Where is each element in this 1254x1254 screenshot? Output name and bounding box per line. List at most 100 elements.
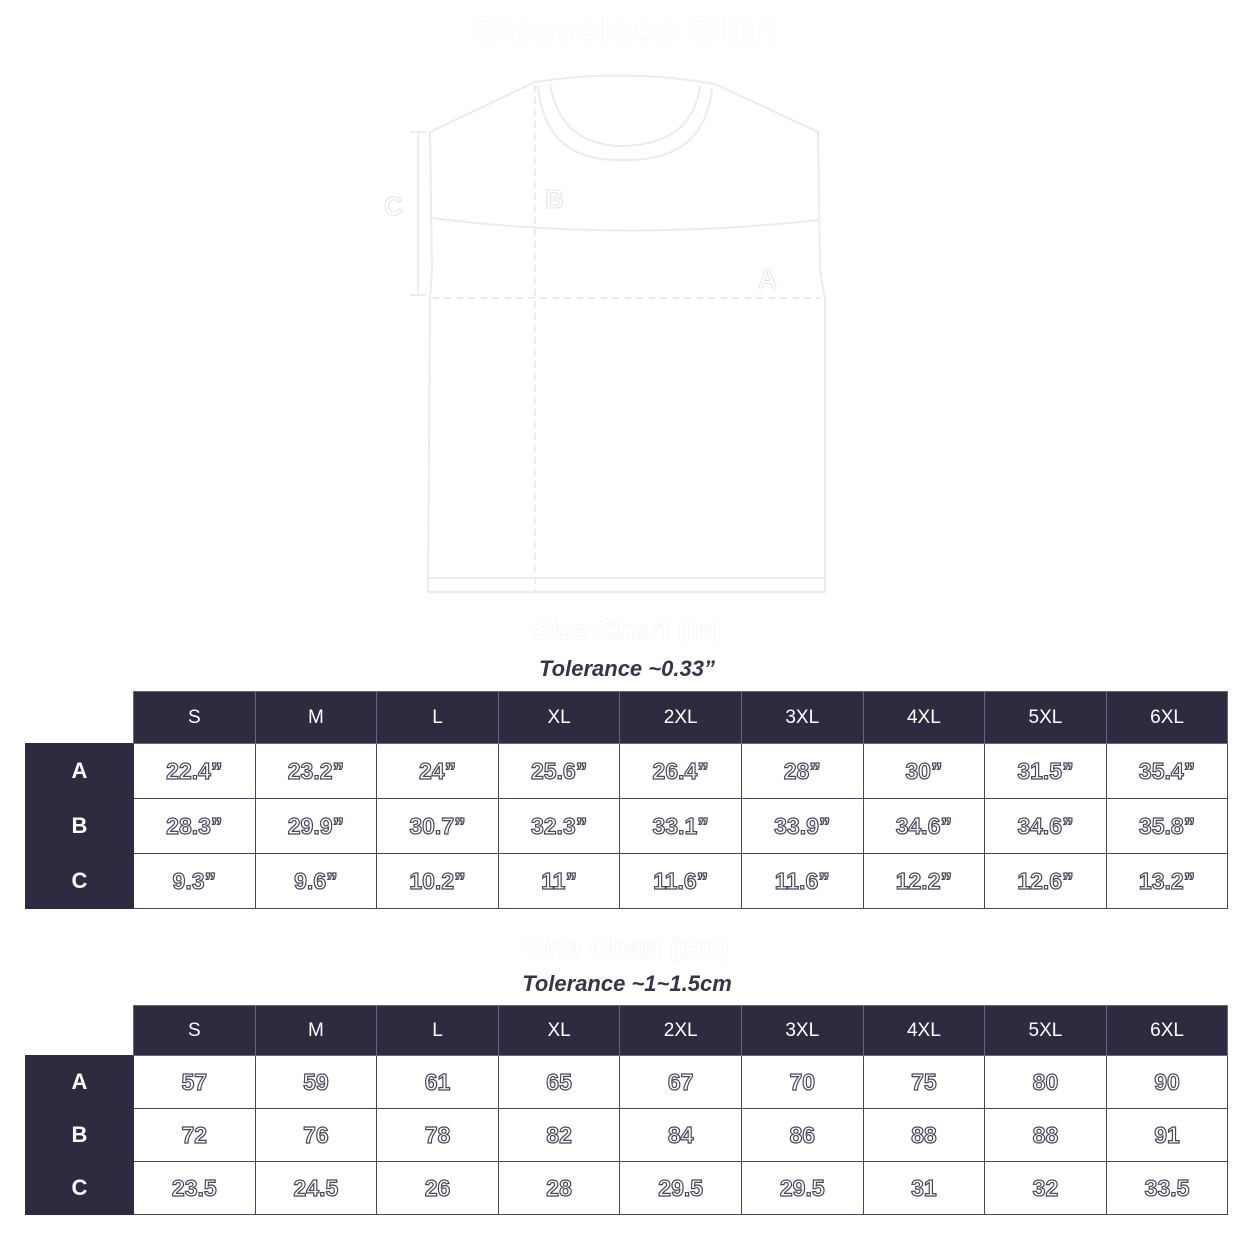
table-cell: 75 [862, 1055, 986, 1109]
size-header-xl: XL [497, 1005, 621, 1056]
shirt-chest-seam [431, 217, 819, 232]
size-header-6xl: 6XL [1105, 691, 1229, 744]
table-cell: 23.2” [254, 743, 378, 799]
size-header-5xl: 5XL [984, 691, 1107, 744]
size-header-3xl: 3XL [740, 691, 864, 744]
table-cell: 12.2” [862, 853, 986, 909]
table-cell: 32 [984, 1161, 1107, 1215]
table-cell: 11.6” [740, 853, 864, 909]
table-cell: 31 [862, 1161, 986, 1215]
page-title: Sleeveless Shirt [473, 10, 781, 52]
table-cell: 59 [254, 1055, 378, 1109]
size-header-row: S M L XL 2XL 3XL 4XL 5XL 6XL [26, 1005, 1229, 1056]
size-header-m: M [254, 691, 378, 744]
table-cell: 11.6” [619, 853, 742, 909]
size-header-3xl: 3XL [740, 1005, 864, 1056]
table-row: B 72 76 78 82 84 86 88 88 91 [25, 1108, 1229, 1162]
size-header-s: S [133, 1005, 256, 1056]
table-cell: 24” [376, 743, 499, 799]
table-cell: 35.8” [1105, 798, 1229, 854]
table-row: A 22.4” 23.2” 24” 25.6” 26.4” 28” 30” 31… [25, 743, 1229, 799]
size-header-xl: XL [497, 691, 621, 744]
size-table-cm: S M L XL 2XL 3XL 4XL 5XL 6XL A 57 59 61 … [25, 1005, 1229, 1215]
tolerance-cm: Tolerance ~1~1.5cm [522, 971, 732, 996]
table-row: C 9.3” 9.6” 10.2” 11” 11.6” 11.6” 12.2” … [25, 853, 1229, 909]
table-cell: 10.2” [376, 853, 499, 909]
shirt-collar [537, 85, 713, 162]
table-cell: 91 [1105, 1108, 1229, 1162]
table-cell: 70 [740, 1055, 864, 1109]
table-cell: 12.6” [984, 853, 1107, 909]
table-cell: 65 [497, 1055, 621, 1109]
table-cell: 61 [376, 1055, 499, 1109]
table-cell: 88 [984, 1108, 1107, 1162]
corner-cell [26, 692, 134, 744]
table-row: A 57 59 61 65 67 70 75 80 90 [25, 1055, 1229, 1109]
table-cell: 31.5” [984, 743, 1107, 799]
table-cell: 84 [619, 1108, 742, 1162]
table-cell: 35.4” [1105, 743, 1229, 799]
table-cell: 33.9” [740, 798, 864, 854]
table-cell: 9.3” [133, 853, 256, 909]
table-cell: 9.6” [254, 853, 378, 909]
table-cell: 29.9” [254, 798, 378, 854]
size-header-6xl: 6XL [1105, 1005, 1229, 1056]
size-header-s: S [133, 691, 256, 744]
size-chart-cm-title: Size Chart (cm) [525, 932, 729, 963]
measure-label-c: C [384, 191, 403, 221]
table-cell: 29.5 [740, 1161, 864, 1215]
table-cell: 82 [497, 1108, 621, 1162]
table-cell: 30” [862, 743, 986, 799]
table-cell: 24.5 [254, 1161, 378, 1215]
size-table-in: S M L XL 2XL 3XL 4XL 5XL 6XL A 22.4” 23.… [25, 691, 1229, 909]
measure-label-a: A [758, 264, 777, 294]
table-cell: 28 [497, 1161, 621, 1215]
table-cell: 80 [984, 1055, 1107, 1109]
size-header-2xl: 2XL [619, 1005, 742, 1056]
row-header-a: A [25, 743, 134, 799]
table-cell: 28.3” [133, 798, 256, 854]
table-cell: 25.6” [497, 743, 621, 799]
table-cell: 67 [619, 1055, 742, 1109]
row-header-a: A [25, 1055, 134, 1109]
table-cell: 11” [497, 853, 621, 909]
table-cell: 26 [376, 1161, 499, 1215]
shirt-collar-inner [549, 83, 701, 148]
tolerance-in: Tolerance ~0.33” [539, 656, 715, 681]
size-header-l: L [376, 691, 499, 744]
table-cell: 86 [740, 1108, 864, 1162]
size-header-4xl: 4XL [862, 691, 986, 744]
row-header-b: B [25, 798, 134, 854]
row-header-c: C [25, 853, 134, 909]
table-cell: 78 [376, 1108, 499, 1162]
size-header-4xl: 4XL [862, 1005, 986, 1056]
table-cell: 33.5 [1105, 1161, 1229, 1215]
sleeveless-shirt-diagram: A B C [384, 74, 826, 593]
table-cell: 34.6” [862, 798, 986, 854]
size-header-row: S M L XL 2XL 3XL 4XL 5XL 6XL [26, 691, 1229, 744]
table-cell: 26.4” [619, 743, 742, 799]
table-cell: 57 [133, 1055, 256, 1109]
shirt-outline [426, 74, 826, 593]
size-header-2xl: 2XL [619, 691, 742, 744]
table-row: C 23.5 24.5 26 28 29.5 29.5 31 32 33.5 [25, 1161, 1229, 1215]
table-cell: 29.5 [619, 1161, 742, 1215]
row-header-b: B [25, 1108, 134, 1162]
table-cell: 30.7” [376, 798, 499, 854]
table-cell: 34.6” [984, 798, 1107, 854]
table-cell: 22.4” [133, 743, 256, 799]
row-header-c: C [25, 1161, 134, 1215]
table-cell: 90 [1105, 1055, 1229, 1109]
table-cell: 28” [740, 743, 864, 799]
size-header-m: M [254, 1005, 378, 1056]
table-row: B 28.3” 29.9” 30.7” 32.3” 33.1” 33.9” 34… [25, 798, 1229, 854]
measure-label-b: B [545, 184, 564, 214]
table-cell: 13.2” [1105, 853, 1229, 909]
table-cell: 76 [254, 1108, 378, 1162]
table-cell: 23.5 [133, 1161, 256, 1215]
size-header-l: L [376, 1005, 499, 1056]
size-header-5xl: 5XL [984, 1005, 1107, 1056]
table-cell: 32.3” [497, 798, 621, 854]
table-cell: 33.1” [619, 798, 742, 854]
corner-cell [26, 1006, 134, 1056]
